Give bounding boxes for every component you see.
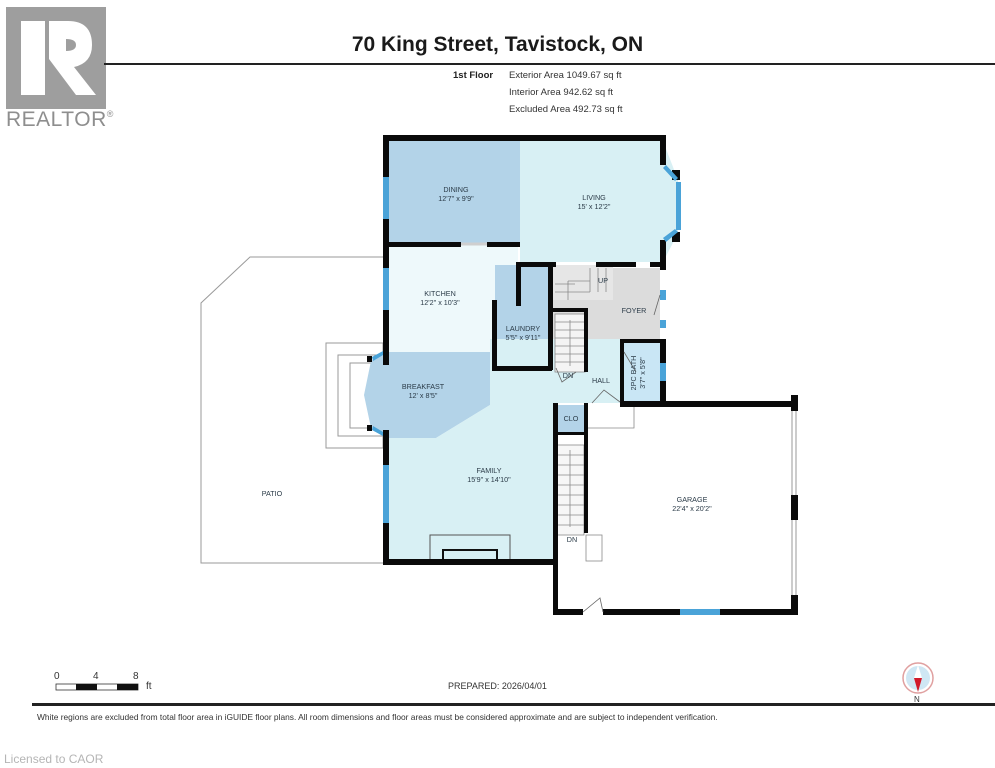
dining-fill [386, 141, 520, 245]
room-name-kitchen: KITCHEN [424, 289, 456, 298]
closet-fill [556, 405, 586, 434]
floor-label: 1st Floor [453, 70, 494, 81]
room-name-breakfast: BREAKFAST [402, 382, 445, 391]
realtor-r-logo-icon [6, 7, 106, 109]
stair-up-label: UP [598, 276, 608, 285]
room-fills [364, 141, 678, 562]
room-dims-dining: 12'7" x 9'9" [438, 194, 474, 203]
room-dims-garage: 22'4" x 20'2" [672, 504, 712, 513]
room-dims-living: 15' x 12'2" [578, 202, 611, 211]
registered-mark: ® [106, 109, 114, 119]
room-dims-bath: 3'7" x 5'8" [638, 357, 647, 389]
living-fill [520, 141, 678, 262]
room-name-closet: CLO [564, 414, 579, 423]
excluded-area: Excluded Area 492.73 sq ft [509, 104, 623, 115]
windows [372, 165, 720, 615]
scale-tick-8: 8 [133, 671, 139, 682]
prepared-date: PREPARED: 2026/04/01 [448, 681, 547, 691]
room-name-bath: 2PC BATH [629, 356, 638, 391]
room-dims-family: 15'9" x 14'10" [467, 475, 511, 484]
north-compass-icon [902, 662, 934, 694]
garage-openings [461, 242, 797, 595]
stairs [554, 268, 635, 562]
title-divider [104, 63, 995, 65]
family-stair-down-label: DN [567, 535, 577, 544]
room-name-garage: GARAGE [677, 495, 708, 504]
room-name-dining: DINING [443, 185, 469, 194]
interior-area: Interior Area 942.62 sq ft [509, 87, 614, 98]
scale-tick-4: 4 [93, 671, 99, 682]
family-fill [386, 405, 553, 562]
breakfast-fill [364, 352, 490, 438]
disclaimer-text: White regions are excluded from total fl… [37, 712, 718, 722]
room-dims-laundry: 5'5" x 9'11" [506, 333, 541, 342]
stair-down-label: DN [563, 371, 573, 380]
bath-fill [623, 343, 663, 403]
kitchen-fill [386, 245, 518, 372]
license-watermark: Licensed to CAOR [4, 752, 104, 766]
room-name-laundry: LAUNDRY [506, 324, 540, 333]
patio-outline [200, 256, 384, 564]
room-name-patio: PATIO [262, 489, 283, 498]
page-title: 70 King Street, Tavistock, ON [351, 33, 644, 56]
stair-up-area [553, 265, 613, 300]
room-labels: DINING 12'7" x 9'9" LIVING 15' x 12'2" K… [262, 185, 712, 544]
doors [555, 294, 661, 613]
room-name-foyer: FOYER [622, 306, 647, 315]
realtor-logo-text: REALTOR® [6, 108, 114, 132]
room-dims-kitchen: 12'2" x 10'3" [420, 298, 460, 307]
room-name-hall: HALL [592, 376, 610, 385]
scale-tick-0: 0 [54, 671, 60, 682]
room-name-family: FAMILY [476, 466, 501, 475]
scale-bar [55, 683, 139, 691]
exterior-area: Exterior Area 1049.67 sq ft [509, 70, 622, 81]
compass-north-label: N [914, 695, 920, 704]
realtor-wordmark: REALTOR [6, 108, 107, 131]
room-dims-breakfast: 12' x 8'5" [409, 391, 438, 400]
scale-unit: ft [146, 681, 152, 692]
footer-divider [32, 703, 995, 706]
room-name-living: LIVING [582, 193, 606, 202]
